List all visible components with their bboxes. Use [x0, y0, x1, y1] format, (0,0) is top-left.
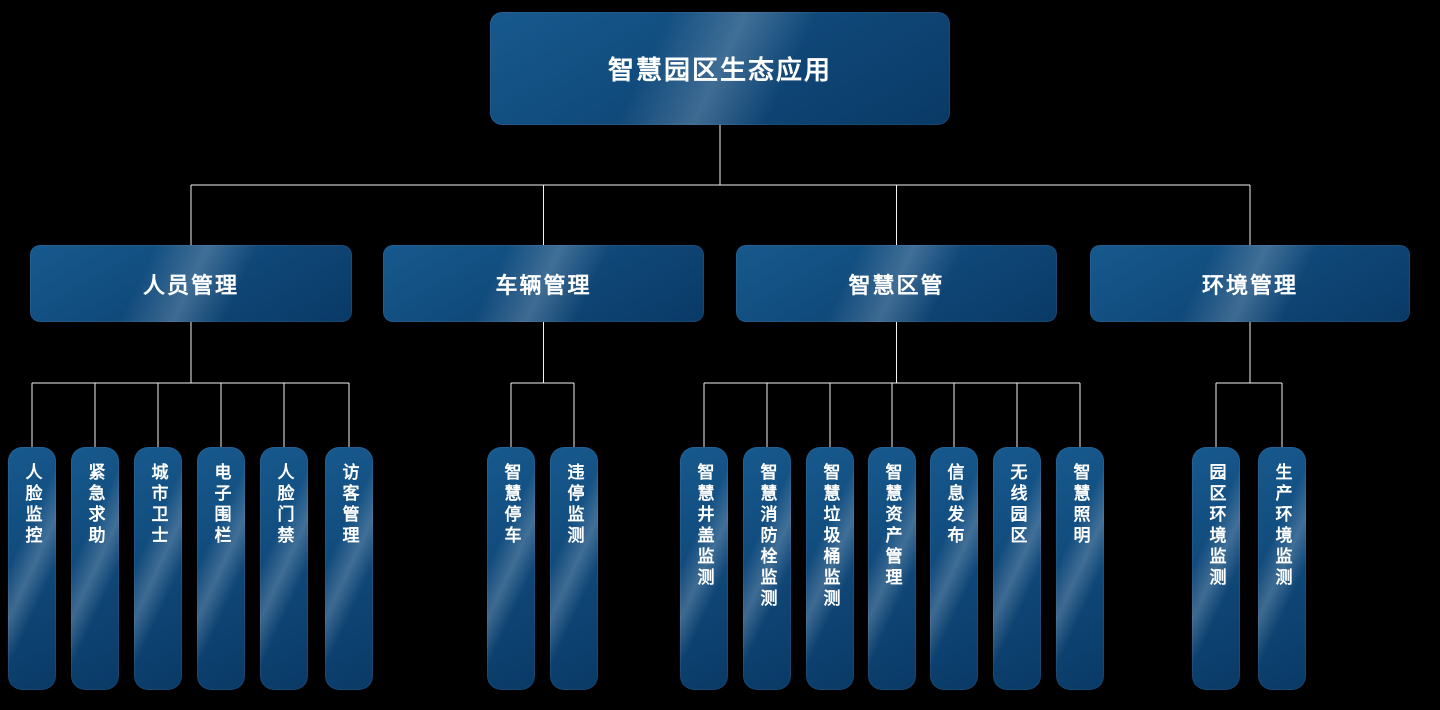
- leaf-label: 智慧井盖监测: [694, 463, 714, 589]
- leaf-label: 智慧资产管理: [882, 463, 902, 589]
- leaf-node-production-environment-monitoring: 生产环境监测: [1258, 447, 1306, 690]
- leaf-label: 紧急求助: [85, 463, 105, 547]
- leaf-node-park-environment-monitoring: 园区环境监测: [1192, 447, 1240, 690]
- leaf-label: 信息发布: [944, 463, 964, 547]
- leaf-label: 智慧停车: [501, 463, 521, 547]
- leaf-label: 访客管理: [339, 463, 359, 547]
- group-label: 智慧区管: [848, 272, 945, 298]
- leaf-node-face-access-control: 人脸门禁: [260, 447, 308, 690]
- leaf-label: 园区环境监测: [1206, 463, 1226, 589]
- leaf-node-illegal-parking-monitoring: 违停监测: [550, 447, 598, 690]
- leaf-node-emergency-help: 紧急求助: [71, 447, 119, 690]
- leaf-node-smart-parking: 智慧停车: [487, 447, 535, 690]
- leaf-label: 人脸监控: [22, 463, 42, 547]
- leaf-node-smart-trashbin-monitoring: 智慧垃圾桶监测: [806, 447, 854, 690]
- group-node-environment-management: 环境管理: [1090, 245, 1410, 322]
- leaf-label: 智慧垃圾桶监测: [820, 463, 840, 610]
- group-label: 环境管理: [1201, 272, 1298, 298]
- leaf-label: 违停监测: [564, 463, 584, 547]
- leaf-label: 无线园区: [1007, 463, 1027, 547]
- leaf-node-smart-hydrant-monitoring: 智慧消防栓监测: [743, 447, 791, 690]
- leaf-node-electronic-fence: 电子围栏: [197, 447, 245, 690]
- leaf-label: 生产环境监测: [1272, 463, 1292, 589]
- root-label: 智慧园区生态应用: [607, 55, 832, 85]
- leaf-node-information-release: 信息发布: [930, 447, 978, 690]
- leaf-label: 电子围栏: [211, 463, 231, 547]
- group-node-vehicle-management: 车辆管理: [383, 245, 704, 322]
- leaf-node-face-surveillance: 人脸监控: [8, 447, 56, 690]
- leaf-node-visitor-management: 访客管理: [325, 447, 373, 690]
- leaf-label: 城市卫士: [148, 463, 168, 547]
- leaf-label: 智慧照明: [1070, 463, 1090, 547]
- leaf-node-wireless-park: 无线园区: [993, 447, 1041, 690]
- leaf-node-city-guardian: 城市卫士: [134, 447, 182, 690]
- leaf-label: 人脸门禁: [274, 463, 294, 547]
- leaf-label: 智慧消防栓监测: [757, 463, 777, 610]
- group-node-personnel-management: 人员管理: [30, 245, 352, 322]
- group-label: 人员管理: [142, 272, 239, 298]
- root-node: 智慧园区生态应用: [490, 12, 950, 125]
- group-label: 车辆管理: [495, 272, 592, 298]
- leaf-node-smart-asset-management: 智慧资产管理: [868, 447, 916, 690]
- leaf-node-smart-lighting: 智慧照明: [1056, 447, 1104, 690]
- group-node-smart-district-management: 智慧区管: [736, 245, 1057, 322]
- leaf-node-smart-manhole-monitoring: 智慧井盖监测: [680, 447, 728, 690]
